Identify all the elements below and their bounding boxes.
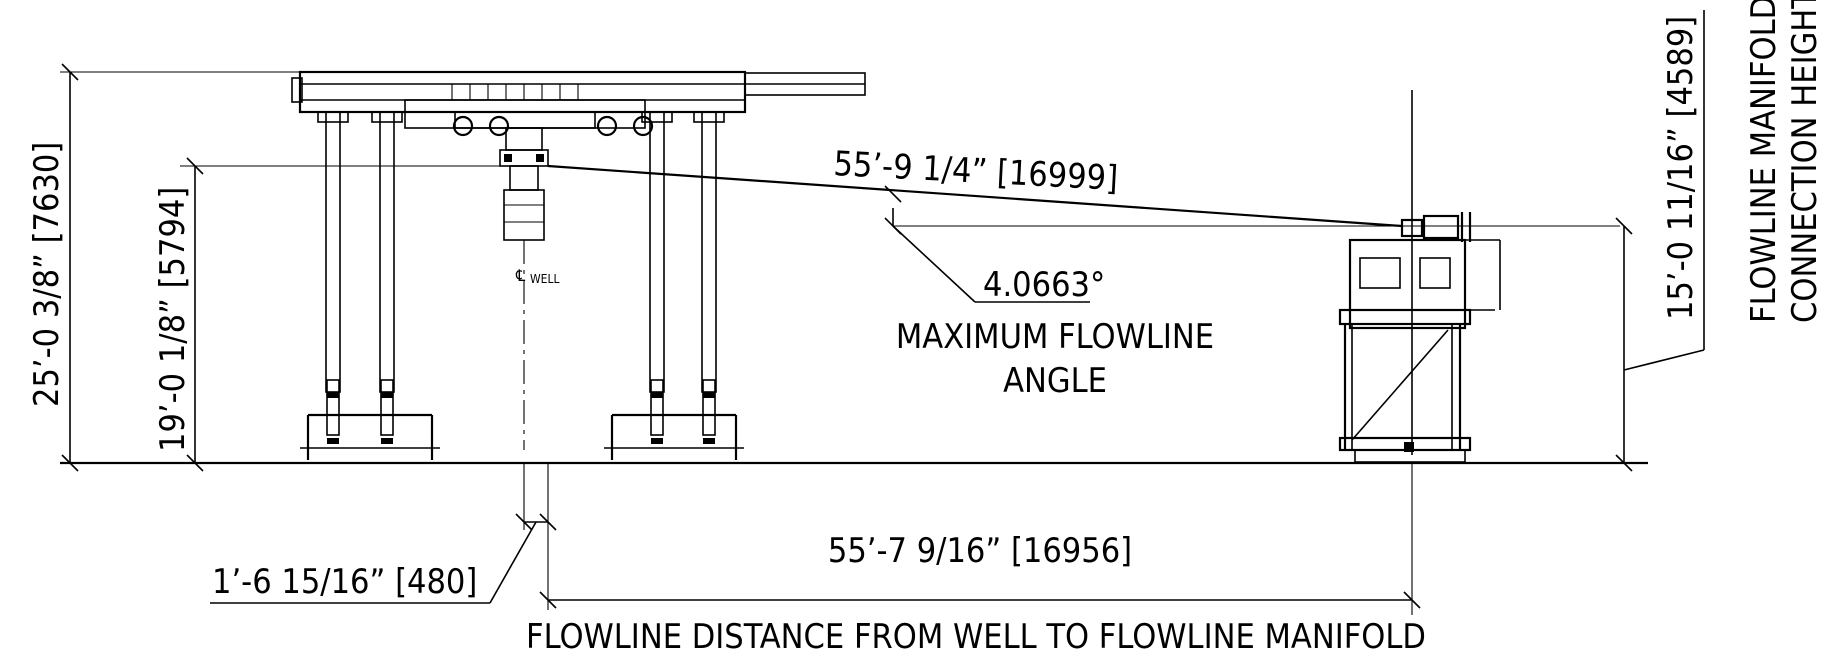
overall-height-text: 25’-0 3/8” [7630] (27, 142, 67, 407)
flowline-manifold (1338, 90, 1501, 463)
angle-leader (884, 208, 1090, 303)
overall-height-dimension (60, 63, 300, 472)
flowline-length-text: 55’-9 1/4” [16999] (833, 144, 1119, 199)
well-offset-dimension (210, 463, 557, 610)
manifold-caption-line1: FLOWLINE MANIFOLD (1744, 0, 1784, 323)
angle-caption-line2: ANGLE (1003, 361, 1107, 401)
centerline-symbol: ℄ (515, 266, 526, 285)
well-connection-height-dimension (180, 157, 500, 472)
flowline-length-tick (884, 185, 902, 203)
well-connection-height-text: 19’-0 1/8” [5794] (153, 187, 193, 452)
manifold-caption-line2: CONNECTION HEIGHT (1785, 0, 1825, 323)
well-label: WELL (530, 272, 560, 286)
distance-caption-text: FLOWLINE DISTANCE FROM WELL TO FLOWLINE … (526, 617, 1426, 657)
manifold-height-dimension (1615, 10, 1705, 472)
flowline (547, 164, 1403, 228)
horizontal-distance-text: 55’-7 9/16” [16956] (828, 531, 1132, 571)
rig-structure (291, 70, 866, 460)
well-offset-text: 1’-6 15/16” [480] (212, 562, 477, 602)
horizontal-distance-dimension (539, 463, 1421, 615)
angle-value-text: 4.0663° (983, 265, 1105, 305)
angle-caption-line1: MAXIMUM FLOWLINE (896, 317, 1214, 357)
manifold-height-text: 15’-0 11/16” [4589] (1661, 16, 1701, 320)
